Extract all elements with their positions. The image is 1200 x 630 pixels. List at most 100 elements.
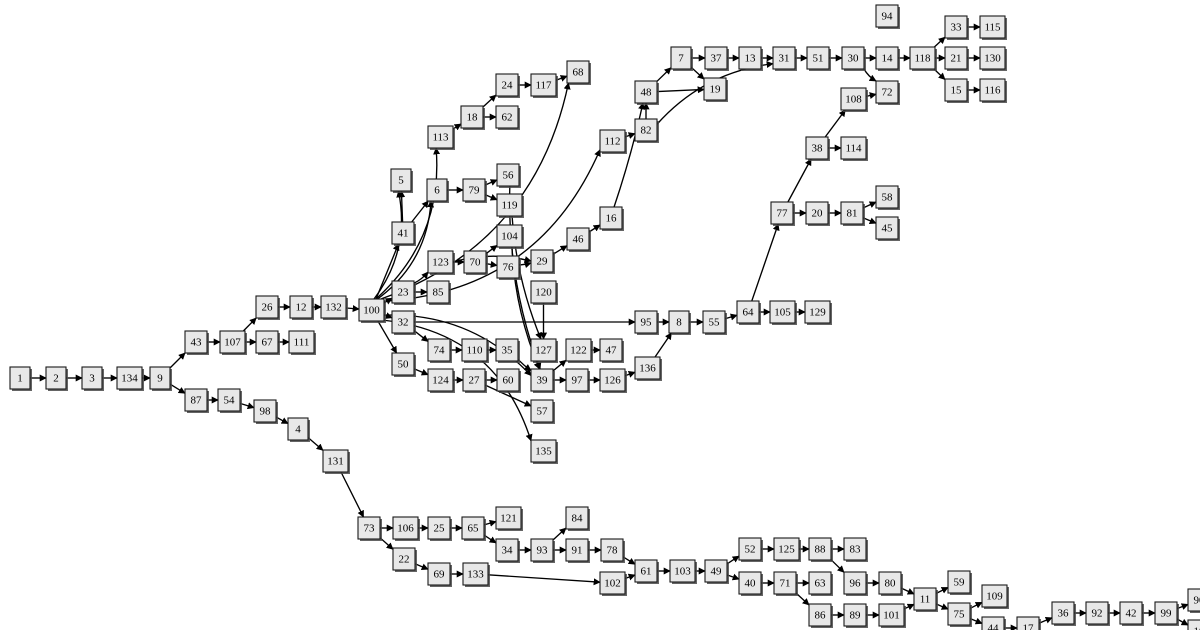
graph-node[interactable]: 130 [979,46,1007,71]
node-box[interactable] [566,60,590,84]
node-box[interactable] [184,388,208,412]
graph-node[interactable]: 51 [806,46,831,71]
node-box[interactable] [496,368,520,392]
node-box[interactable] [944,46,968,70]
graph-node[interactable]: 3 [81,366,104,391]
graph-node[interactable]: 38 [805,136,830,161]
node-box[interactable] [9,366,31,390]
graph-node[interactable]: 125 [773,537,801,562]
node-box[interactable] [979,15,1006,39]
graph-node[interactable]: 74 [427,338,452,363]
node-box[interactable] [703,77,727,101]
graph-node[interactable]: 131 [322,449,350,474]
node-box[interactable] [530,399,554,423]
node-box[interactable] [804,300,831,324]
node-box[interactable] [462,178,486,202]
node-box[interactable] [357,516,381,540]
graph-node[interactable]: 64 [736,300,761,325]
node-box[interactable] [668,310,690,334]
graph-node[interactable]: 54 [217,388,242,413]
node-box[interactable] [944,15,968,39]
graph-node[interactable]: 12 [289,295,314,320]
node-box[interactable] [565,368,589,392]
node-box[interactable] [427,338,451,362]
node-box[interactable] [843,603,867,627]
graph-node[interactable]: 30 [841,46,866,71]
node-box[interactable] [1016,616,1040,630]
graph-node[interactable]: 4 [287,417,310,442]
graph-node[interactable]: 15 [944,78,969,103]
graph-node[interactable]: 136 [634,356,662,381]
graph-node[interactable]: 55 [702,310,727,335]
graph-node[interactable]: 21 [944,46,969,71]
graph-node[interactable]: 83 [843,537,868,562]
graph-node[interactable]: 31 [772,46,797,71]
graph-node[interactable]: 81 [840,201,865,226]
node-box[interactable] [599,368,626,392]
graph-node[interactable]: 25 [427,516,452,541]
graph-node[interactable]: 80 [878,571,903,596]
node-box[interactable] [495,73,519,97]
node-box[interactable] [391,221,415,245]
graph-node[interactable]: 58 [875,185,900,210]
node-box[interactable] [600,538,624,562]
node-box[interactable] [634,559,658,583]
graph-node[interactable]: 27 [462,368,487,393]
node-box[interactable] [878,571,902,595]
graph-node[interactable]: 135 [530,439,558,464]
graph-node[interactable]: 92 [1085,601,1110,626]
graph-node[interactable]: 105 [769,300,797,325]
graph-node[interactable]: 123 [427,250,455,275]
graph-node[interactable]: 118 [909,46,937,71]
graph-node[interactable]: 107 [219,330,247,355]
node-box[interactable] [391,352,415,376]
node-box[interactable] [495,105,519,129]
node-box[interactable] [909,46,936,70]
graph-node[interactable]: 91 [565,538,590,563]
node-box[interactable] [773,571,797,595]
graph-node[interactable]: 103 [669,559,697,584]
graph-node[interactable]: 37 [704,46,729,71]
graph-node[interactable]: 87 [184,388,209,413]
node-box[interactable] [843,571,867,595]
graph-node[interactable]: 109 [981,584,1009,609]
graph-node[interactable]: 124 [427,368,455,393]
node-box[interactable] [634,118,658,142]
node-box[interactable] [495,506,522,530]
graph-node[interactable]: 60 [496,368,521,393]
graph-node[interactable]: 114 [840,136,868,161]
graph-node[interactable]: 17 [1016,616,1041,630]
graph-node[interactable]: 117 [530,73,558,98]
graph-node[interactable]: 16 [599,206,624,231]
graph-node[interactable]: 76 [496,255,521,280]
node-box[interactable] [1154,601,1178,625]
graph-node[interactable]: 61 [634,559,659,584]
graph-node[interactable]: 115 [979,15,1007,40]
node-box[interactable] [944,78,968,102]
graph-node[interactable]: 102 [599,571,627,596]
graph-node[interactable]: 119 [496,193,524,218]
node-box[interactable] [427,516,451,540]
graph-node[interactable]: 33 [944,15,969,40]
node-box[interactable] [806,46,830,70]
graph-node[interactable]: 84 [565,506,590,531]
node-box[interactable] [289,295,313,319]
graph-node[interactable]: 50 [391,352,416,377]
graph-node[interactable]: 44 [981,616,1006,630]
graph-node[interactable]: 122 [565,338,593,363]
graph-node[interactable]: 89 [843,603,868,628]
graph-node[interactable]: 113 [427,125,455,150]
node-box[interactable] [599,206,623,230]
node-box[interactable] [496,255,520,279]
node-box[interactable] [288,330,315,354]
node-box[interactable] [770,201,794,225]
node-box[interactable] [255,295,279,319]
graph-node[interactable]: 39 [530,368,555,393]
node-box[interactable] [913,587,937,611]
graph-node[interactable]: 5 [390,168,413,193]
node-box[interactable] [875,4,899,28]
graph-node[interactable]: 9 [149,366,172,391]
graph-node[interactable]: 45 [875,216,900,241]
graph-node[interactable]: 24 [495,73,520,98]
node-box[interactable] [599,129,626,153]
